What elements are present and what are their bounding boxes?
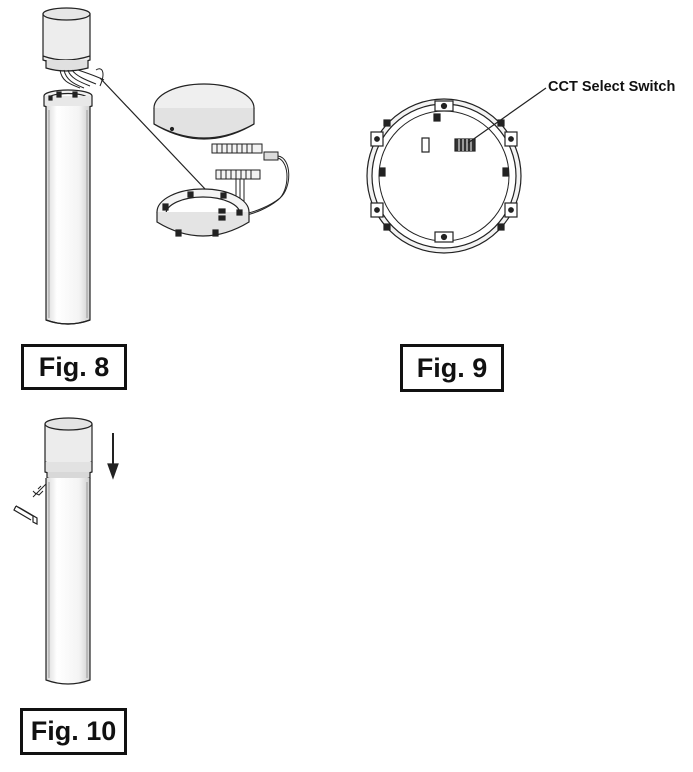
cct-leader-line: [467, 87, 547, 144]
exploded-base-ring: [156, 188, 250, 237]
exploded-head-disc: [153, 83, 255, 140]
fig8-drawing: [42, 7, 290, 325]
set-screw-icon: [32, 483, 47, 498]
assembled-pole: [45, 478, 91, 685]
fig10-drawing: [13, 417, 119, 685]
fig-9-label: Fig. 9: [400, 344, 504, 392]
fig9-drawing: [366, 87, 547, 254]
wire-bundle: [59, 68, 105, 89]
hex-key-icon: [13, 505, 38, 525]
callout-leader-line: [99, 77, 207, 191]
fig-8-label: Fig. 8: [21, 344, 127, 390]
cct-select-switch-callout: CCT Select Switch: [548, 79, 676, 95]
fig-10-label: Fig. 10: [20, 708, 127, 755]
down-arrow-icon: [107, 433, 119, 480]
base-plate: [366, 98, 522, 254]
pole: [45, 106, 91, 325]
lamp-head: [42, 7, 91, 72]
assembled-head: [44, 417, 93, 482]
mounting-lugs: [370, 100, 518, 243]
slot-cutout: [421, 137, 430, 153]
